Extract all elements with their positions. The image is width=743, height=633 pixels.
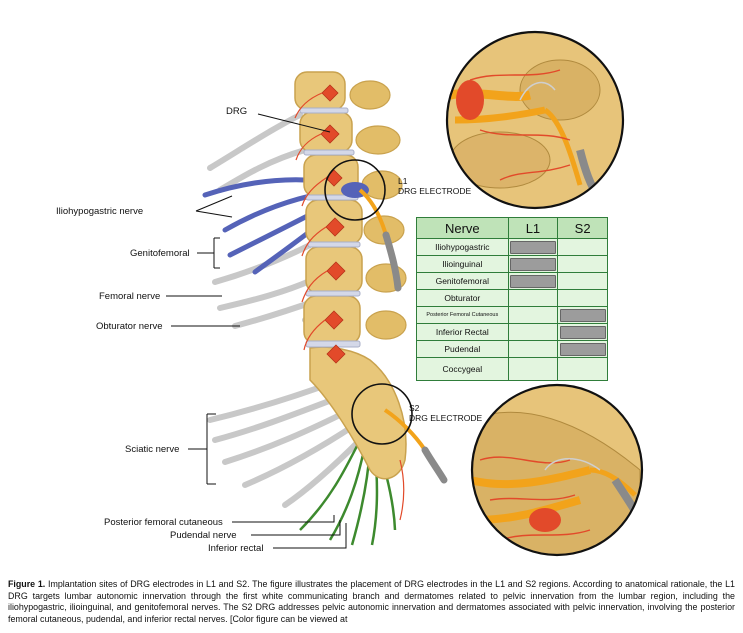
label-drg: DRG [226,106,247,117]
nerve-name-cell: Genitofemoral [416,272,509,290]
leader-lines [166,113,347,549]
spine-figure: DRG Iliohypogastric nerve Genitofemoral … [56,30,644,557]
label-pudendal-nerve: Pudendal nerve [170,530,237,541]
nerve-name-cell: Ilioinguinal [416,255,509,273]
s2-cell [557,323,608,341]
shaded-marker [510,257,556,271]
nerve-name-cell: Pudendal [416,340,509,358]
l1-electrode-lead [358,188,402,292]
s2-cell [557,306,608,324]
table-row: Obturator [416,289,608,307]
table-header-row: Nerve L1 S2 [416,217,608,239]
label-inferior-rectal: Inferior rectal [208,543,263,554]
s2-cell [557,255,608,273]
label-s2: S2 [409,403,420,413]
intervertebral-discs [299,107,361,348]
nerve-name-cell: Inferior Rectal [416,323,509,341]
label-posterior-femoral-cutaneous: Posterior femoral cutaneous [104,517,223,528]
s2-callout-circle [351,383,413,445]
label-genitofemoral: Genitofemoral [130,248,190,259]
inset-s2 [470,383,644,557]
header-l1: L1 [507,217,559,239]
header-nerve: Nerve [416,217,509,239]
l1-cell [507,255,559,273]
shaded-marker [559,308,606,322]
table-row: Posterior Femoral Cutaneous [416,306,608,324]
l1-cell [507,340,559,358]
s2-cell [557,357,608,381]
shaded-marker [510,240,556,254]
figure-caption: Figure 1. Implantation sites of DRG elec… [8,579,735,625]
shaded-marker [559,342,606,356]
table-row: Coccygeal [416,357,608,381]
s2-cell [557,289,608,307]
figure-labels: DRG Iliohypogastric nerve Genitofemoral … [56,106,483,554]
shaded-marker [510,274,556,288]
s2-electrode-lead [383,408,448,484]
nerve-name-cell: Iliohypogastric [416,238,509,256]
label-sciatic-nerve: Sciatic nerve [125,444,179,455]
caption-text: Implantation sites of DRG electrodes in … [8,579,735,624]
label-l1: L1 [398,176,408,186]
inset-l1 [445,30,625,210]
l1-cell [507,306,559,324]
table-row: Genitofemoral [416,272,608,290]
caption-label: Figure 1. [8,579,46,589]
s2-cell [557,238,608,256]
l1-cell [507,289,559,307]
l1-cell [507,323,559,341]
l1-cell [507,272,559,290]
header-s2: S2 [557,217,608,239]
label-obturator-nerve: Obturator nerve [96,321,163,332]
l1-callout-circle [324,159,386,221]
nerve-name-cell: Coccygeal [416,357,509,381]
s2-cell [557,340,608,358]
drg-ganglia [320,84,346,364]
table-row: Pudendal [416,340,608,358]
label-l1-electrode: DRG ELECTRODE [398,186,472,196]
nerve-name-cell: Obturator [416,289,509,307]
nerve-name-cell: Posterior Femoral Cutaneous [416,306,509,324]
label-iliohypogastric-nerve: Iliohypogastric nerve [56,206,143,217]
s2-cell [557,272,608,290]
table-row: Inferior Rectal [416,323,608,341]
label-femoral-nerve: Femoral nerve [99,291,160,302]
table-row: Ilioinguinal [416,255,608,273]
shaded-marker [559,325,606,339]
l1-cell [507,357,559,381]
l1-cell [507,238,559,256]
red-vessels [294,92,405,521]
label-s2-electrode: DRG ELECTRODE [409,413,483,423]
table-row: Iliohypogastric [416,238,608,256]
